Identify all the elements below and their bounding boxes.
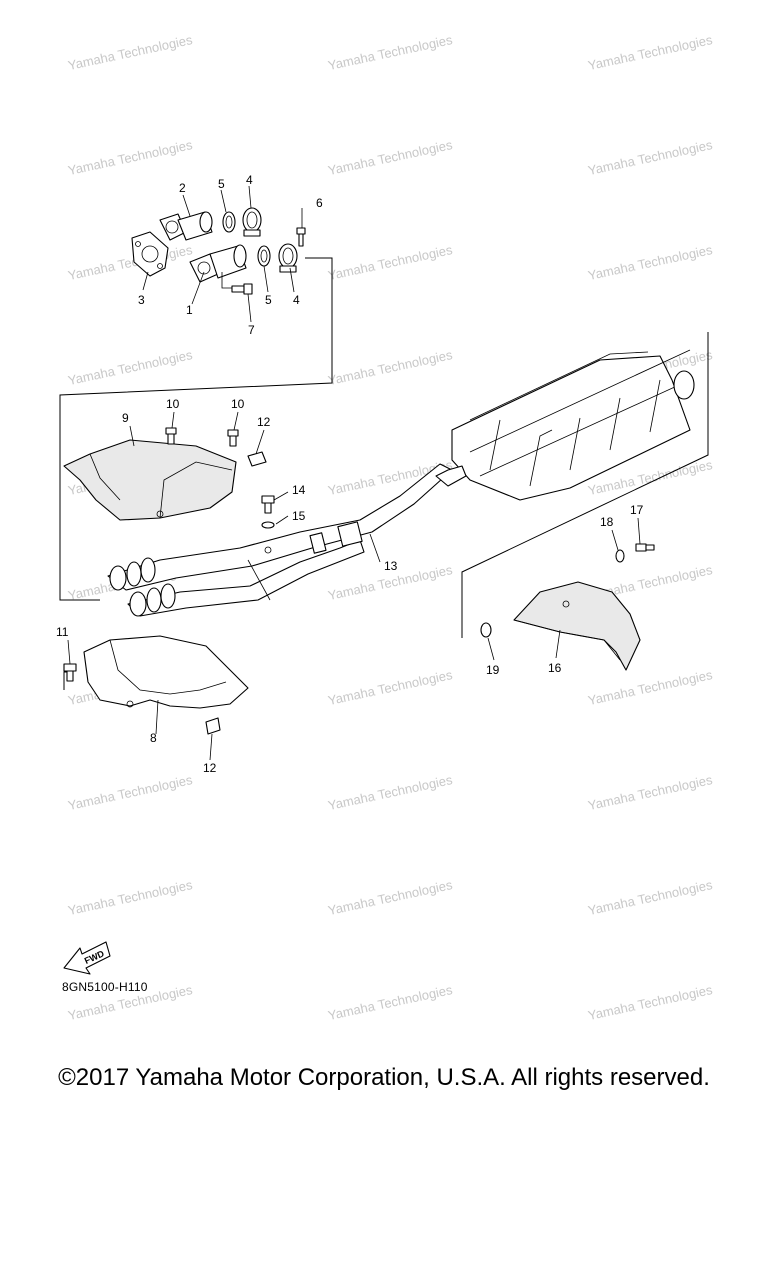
- callout-1: 1: [186, 303, 193, 317]
- upper-group-frame: [59, 257, 333, 601]
- callout-5-lower: 5: [265, 293, 272, 307]
- watermark-text: Yamaha Technologies: [587, 772, 715, 813]
- callout-10-left: 10: [166, 397, 180, 411]
- callout-2: 2: [179, 181, 186, 195]
- callout-12-lower: 12: [203, 761, 217, 775]
- watermark-text: Yamaha Technologies: [327, 137, 455, 178]
- watermark-text: Yamaha Technologies: [327, 242, 455, 283]
- clip-part-12-lower: [205, 717, 221, 735]
- watermark-text: Yamaha Technologies: [327, 772, 455, 813]
- gasket-part-3: [131, 231, 169, 277]
- callout-9: 9: [122, 411, 129, 425]
- muffler: [435, 349, 695, 501]
- callout-13: 13: [384, 559, 398, 573]
- seal-part-5-upper: [222, 211, 236, 233]
- bolt-part-17: [635, 543, 655, 552]
- watermark-text: Yamaha Technologies: [587, 32, 715, 73]
- callout-17: 17: [630, 503, 644, 517]
- flex-joint-upper: [109, 557, 156, 591]
- callout-12-upper: 12: [257, 415, 271, 429]
- watermark-text: Yamaha Technologies: [587, 137, 715, 178]
- bolt-part-6: [296, 227, 306, 247]
- washer-part-18: [615, 549, 625, 563]
- bolt-part-7: [231, 283, 253, 295]
- washer-part-15: [261, 521, 275, 529]
- watermark-text: Yamaha Technologies: [67, 877, 195, 918]
- callout-4-lower: 4: [293, 293, 300, 307]
- heat-shield-part-9: [63, 439, 237, 521]
- bolt-part-10-right: [227, 429, 239, 447]
- callout-labels: 2 5 4 6 3 1 5 4 7 9 10 10 12 14 15 13 18…: [56, 173, 644, 775]
- watermark-text: Yamaha Technologies: [587, 242, 715, 283]
- watermark-text: Yamaha Technologies: [67, 772, 195, 813]
- watermark-text: Yamaha Technologies: [327, 667, 455, 708]
- callout-8: 8: [150, 731, 157, 745]
- heat-shield-part-8: [83, 635, 249, 709]
- watermark-text: Yamaha Technologies: [67, 32, 195, 73]
- muffler-shield-part-16: [513, 581, 641, 671]
- bolt-part-10-left: [165, 427, 177, 445]
- diagram-code: 8GN5100-H110: [62, 980, 148, 994]
- exhaust-pipe-part-1: [189, 244, 247, 289]
- watermark-text: Yamaha Technologies: [67, 347, 195, 388]
- exhaust-pipe-part-2: [159, 211, 213, 241]
- callout-16: 16: [548, 661, 562, 675]
- washer-part-19: [480, 622, 492, 638]
- callout-7: 7: [248, 323, 255, 337]
- watermark-text: Yamaha Technologies: [327, 347, 455, 388]
- callout-15: 15: [292, 509, 306, 523]
- clamp-part-4-upper: [242, 207, 262, 237]
- watermark-text: Yamaha Technologies: [587, 667, 715, 708]
- clamp-part-4-lower: [278, 243, 298, 273]
- clip-part-12-upper: [247, 451, 267, 467]
- bolt-part-14: [261, 495, 275, 514]
- watermark-text: Yamaha Technologies: [67, 137, 195, 178]
- flex-joint-lower: [129, 583, 176, 617]
- watermark-text: Yamaha Technologies: [327, 32, 455, 73]
- watermark-text: Yamaha Technologies: [327, 877, 455, 918]
- watermark-text: Yamaha Technologies: [327, 982, 455, 1023]
- watermark-text: Yamaha Technologies: [67, 242, 195, 283]
- callout-6: 6: [316, 196, 323, 210]
- callout-3: 3: [138, 293, 145, 307]
- callout-14: 14: [292, 483, 306, 497]
- copyright-notice: ©2017 Yamaha Motor Corporation, U.S.A. A…: [58, 1064, 710, 1091]
- callout-11: 11: [56, 625, 69, 639]
- callout-4-upper: 4: [246, 173, 253, 187]
- callout-5-upper: 5: [218, 177, 225, 191]
- callout-10-right: 10: [231, 397, 245, 411]
- callout-18: 18: [600, 515, 614, 529]
- tail-shield-frame: [461, 332, 709, 638]
- watermark-text: Yamaha Technologies: [587, 877, 715, 918]
- leader-lines: [67, 185, 641, 761]
- callout-19: 19: [486, 663, 500, 677]
- forward-arrow-icon: FWD: [63, 941, 111, 975]
- seal-part-5-lower: [257, 245, 271, 267]
- watermark-text: Yamaha Technologies: [587, 982, 715, 1023]
